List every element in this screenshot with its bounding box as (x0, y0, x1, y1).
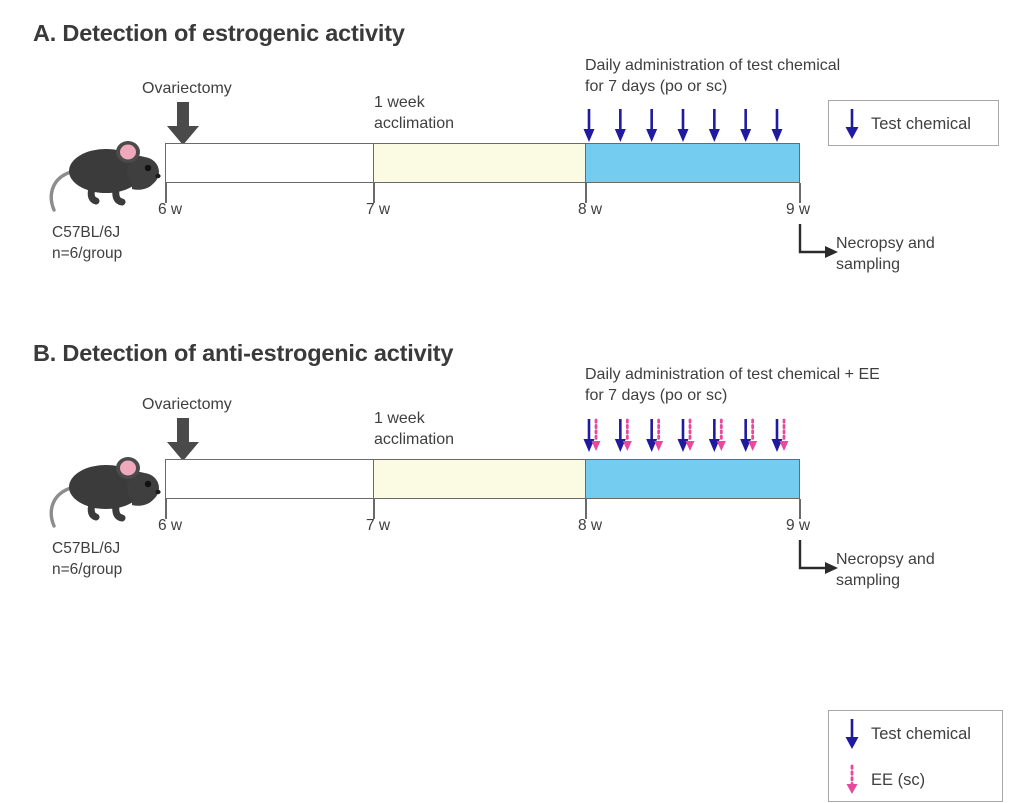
tick-mark-7w (373, 183, 375, 203)
legend-row-test-chemical: Test chemical (829, 101, 998, 147)
timeline-segment-post-ovx (166, 460, 374, 498)
timeline-segment-dosing (586, 460, 799, 498)
tick-label-7w: 7 w (366, 517, 391, 534)
tick-mark-6w (165, 499, 167, 519)
strain-text: C57BL/6J (52, 540, 121, 557)
solid-down-arrow-icon (842, 717, 862, 751)
tick-label-7w: 7 w (366, 201, 391, 218)
timeline-segment-dosing (586, 144, 799, 182)
necropsy-elbow-arrow-icon (798, 536, 1018, 602)
tick-label-9w: 9 w (786, 517, 811, 534)
legend-row-test-chemical: Test chemical (829, 711, 1002, 757)
ovariectomy-block-arrow-icon (166, 102, 200, 146)
necropsy-line1: Necropsy and (836, 235, 935, 252)
acclimation-line2: acclimation (374, 431, 455, 448)
dosing-line1: Daily administration of test chemical + … (585, 366, 880, 383)
necropsy-line2: sampling (836, 256, 901, 273)
legend-label-test-chemical: Test chemical (871, 114, 971, 133)
ovariectomy-label: Ovariectomy (142, 396, 232, 413)
acclimation-line1: 1 week (374, 410, 425, 427)
panel-a-title: A. Detection of estrogenic activity (33, 20, 405, 46)
tick-mark-9w (799, 499, 801, 519)
legend-row-ee: EE (sc) (829, 757, 1002, 803)
legend-panel-b: Test chemical EE (sc) (828, 710, 1003, 802)
tick-label-8w: 8 w (578, 201, 603, 218)
legend-panel-a: Test chemical (828, 100, 999, 146)
dose-arrow-row (580, 108, 790, 144)
necropsy-line1: Necropsy and (836, 551, 935, 568)
panel-anti-estrogenic-activity: B. Detection of anti-estrogenic activity… (0, 308, 1024, 802)
mouse-icon (44, 442, 170, 534)
tick-mark-6w (165, 183, 167, 203)
tick-mark-7w (373, 499, 375, 519)
tick-label-9w: 9 w (786, 201, 811, 218)
necropsy-label: Necropsy and sampling (836, 233, 935, 275)
dose-arrow-row (580, 418, 790, 454)
animal-strain-label: C57BL/6J n=6/group (52, 538, 122, 580)
panel-estrogenic-activity: A. Detection of estrogenic activity C57B… (0, 0, 1024, 308)
tick-label-6w: 6 w (158, 517, 183, 534)
timeline-segment-acclimation (374, 144, 586, 182)
tick-label-8w: 8 w (578, 517, 603, 534)
animal-strain-label: C57BL/6J n=6/group (52, 222, 122, 264)
acclimation-label: 1 week acclimation (374, 92, 454, 134)
dosing-line1: Daily administration of test chemical (585, 57, 841, 74)
necropsy-elbow-arrow-icon (798, 220, 1018, 286)
ovariectomy-block-arrow-icon (166, 418, 200, 462)
solid-down-arrow-icon (842, 107, 862, 141)
dosing-label: Daily administration of test chemical fo… (585, 55, 840, 97)
timeline-segment-acclimation (374, 460, 586, 498)
dosing-line2: for 7 days (po or sc) (585, 387, 728, 404)
necropsy-line2: sampling (836, 572, 901, 589)
necropsy-label: Necropsy and sampling (836, 549, 935, 591)
tick-mark-9w (799, 183, 801, 203)
dotted-down-arrow-icon (842, 763, 862, 797)
panel-b-title: B. Detection of anti-estrogenic activity (33, 340, 454, 366)
acclimation-line2: acclimation (374, 115, 455, 132)
ovariectomy-label: Ovariectomy (142, 80, 232, 97)
group-size-text: n=6/group (52, 561, 123, 578)
dosing-label: Daily administration of test chemical + … (585, 364, 880, 406)
tick-label-6w: 6 w (158, 201, 183, 218)
legend-label-ee: EE (sc) (871, 770, 926, 789)
acclimation-line1: 1 week (374, 94, 425, 111)
group-size-text: n=6/group (52, 245, 123, 262)
timeline-bar (165, 143, 800, 183)
mouse-icon (44, 126, 170, 218)
tick-mark-8w (585, 499, 587, 519)
timeline-bar (165, 459, 800, 499)
acclimation-label: 1 week acclimation (374, 408, 454, 450)
dosing-line2: for 7 days (po or sc) (585, 78, 728, 95)
tick-mark-8w (585, 183, 587, 203)
strain-text: C57BL/6J (52, 224, 121, 241)
legend-label-test-chemical: Test chemical (871, 724, 971, 743)
timeline-segment-post-ovx (166, 144, 374, 182)
